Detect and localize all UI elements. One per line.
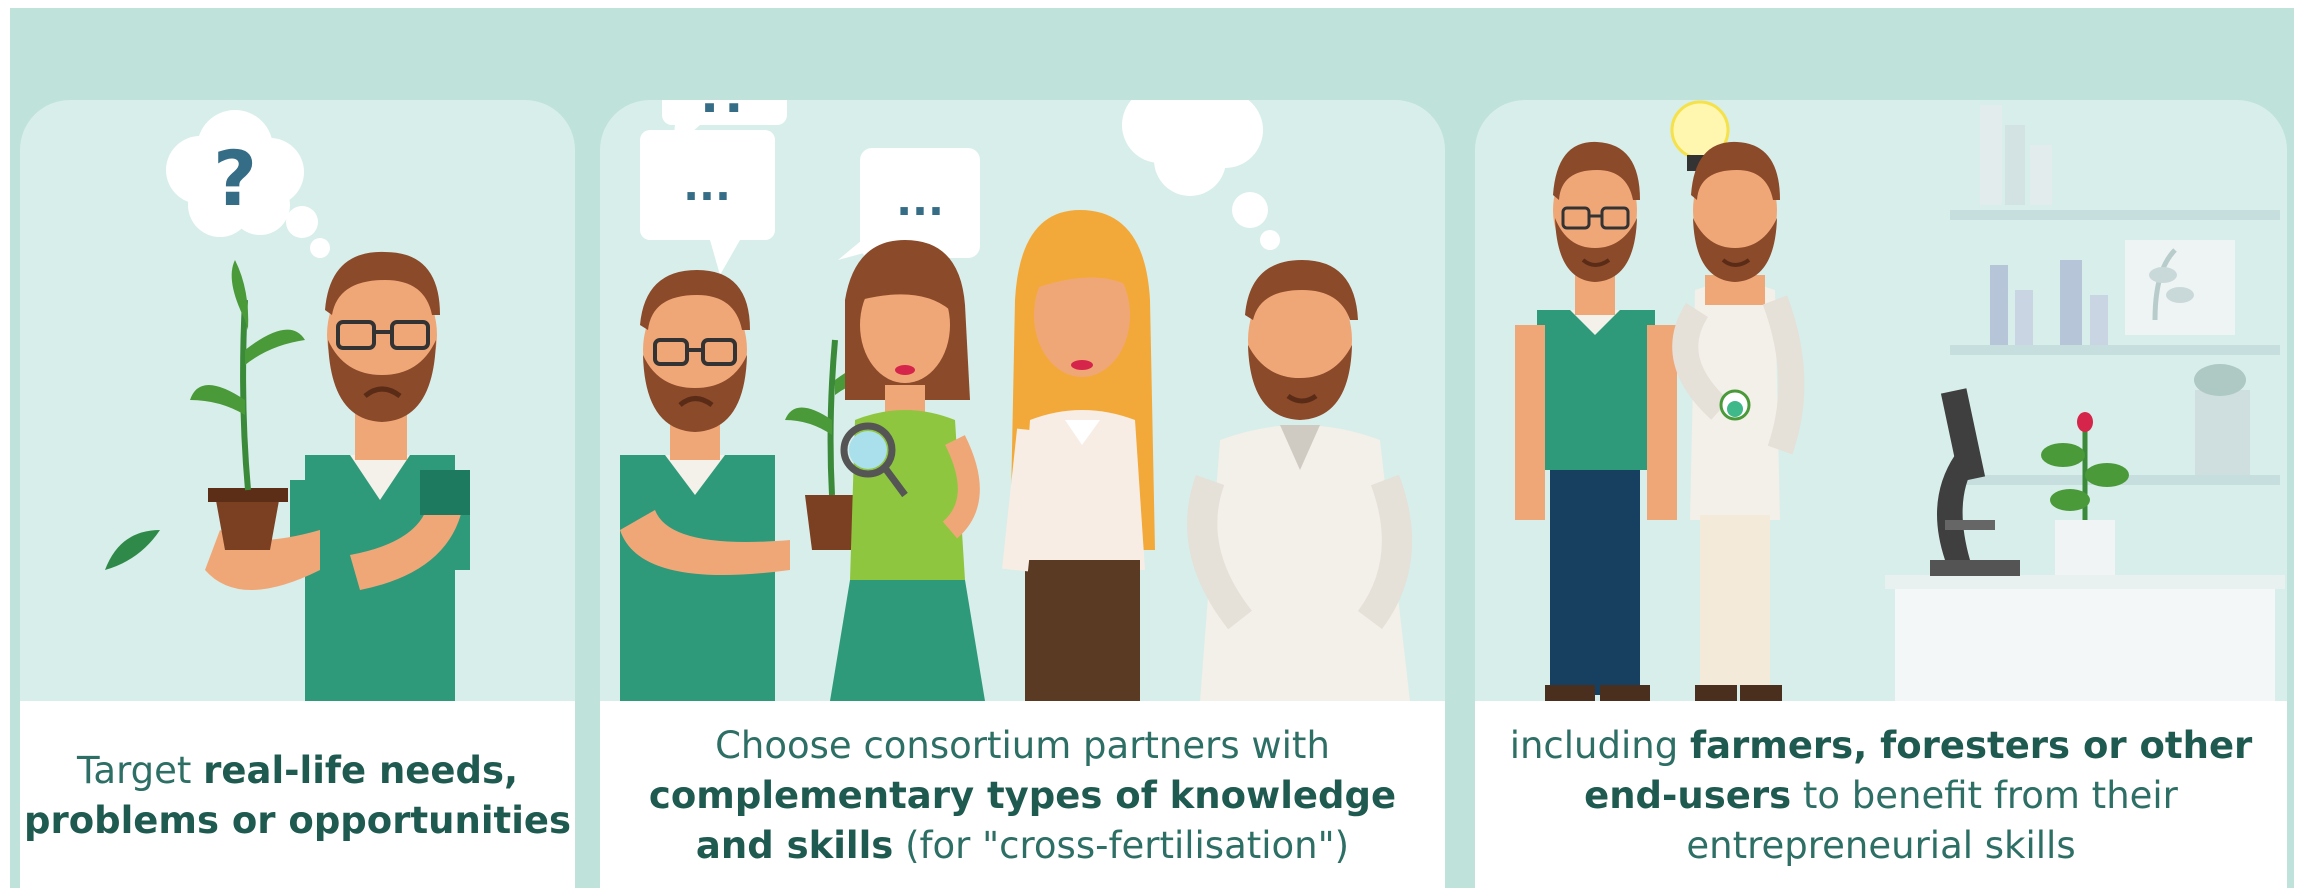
panel-end-users: including farmers, foresters or other en… — [1475, 100, 2287, 891]
speech-bubble-middle-icon: ... — [838, 148, 980, 260]
caption-line-1: Choose consortium partners with — [715, 721, 1330, 771]
caption-real-life-needs: Target real-life needs, problems or oppo… — [20, 701, 575, 891]
panel-illustration — [1475, 100, 2287, 701]
caption-consortium-partners: Choose consortium partners with compleme… — [600, 701, 1445, 891]
speech-bubble-left-icon: ... — [640, 130, 775, 275]
lab-desk — [1885, 575, 2285, 589]
ellipsis-text: ... — [683, 161, 731, 210]
caption-bold-text: real-life needs, — [203, 749, 519, 792]
caption-line-3: entrepreneurial skills — [1686, 821, 2075, 871]
scientist-man-figure — [1672, 141, 1805, 701]
caption-line-2: end-users to benefit from their — [1584, 771, 2178, 821]
magnifying-glass-icon — [840, 422, 896, 478]
researcher-woman-figure — [830, 240, 985, 701]
potted-plant-icon — [2041, 412, 2129, 575]
caption-bold-text: problems or opportunities — [23, 799, 571, 842]
caption-end-users: including farmers, foresters or other en… — [1475, 701, 2287, 891]
caption-text: Choose consortium partners with — [715, 724, 1330, 767]
caption-bold-text: complementary types of knowledge — [648, 774, 1397, 817]
thought-bubble-icon — [1122, 100, 1280, 250]
farmer-figure — [1515, 141, 1677, 701]
thought-bubble-icon: ? — [166, 110, 330, 258]
microscope-icon — [1930, 388, 2020, 576]
caption-line-3: and skills (for "cross-fertilisation") — [696, 821, 1349, 871]
panel-real-life-needs: ? — [20, 100, 575, 891]
leaf-icon — [105, 530, 160, 570]
farmer-with-plant-illustration: ? — [105, 110, 470, 701]
caption-bold-text: end-users — [1584, 774, 1792, 817]
caption-bold-text: and skills — [695, 824, 894, 867]
question-mark-text: ? — [213, 134, 257, 223]
team-illustration: !? ... ... — [620, 100, 1412, 701]
farmer-figure — [205, 251, 470, 701]
potted-plant-icon — [190, 260, 305, 550]
caption-text: Target — [76, 749, 204, 792]
caption-text: entrepreneurial skills — [1686, 824, 2076, 867]
panel-illustration: !? ... ... — [600, 100, 1445, 701]
caption-line-1: including farmers, foresters or other — [1510, 721, 2253, 771]
farmer-figure — [620, 270, 890, 701]
interrobang-text: !? — [698, 100, 750, 124]
lab-desk-body — [1895, 589, 2275, 701]
panel-consortium-partners: !? ... ... — [600, 100, 1445, 891]
caption-line-2: complementary types of knowledge — [649, 771, 1396, 821]
scientist-man-figure — [1187, 260, 1412, 701]
flask-liquid — [1727, 401, 1743, 417]
ellipsis-text: ... — [896, 176, 944, 225]
lab-illustration — [1515, 100, 2285, 701]
caption-bold-text: farmers, foresters or other — [1689, 724, 2253, 767]
panel-illustration: ? — [20, 100, 575, 701]
caption-text: to benefit from their — [1791, 774, 2178, 817]
caption-text: including — [1509, 724, 1690, 767]
magnifying-glass-lens — [849, 431, 887, 469]
lab-shelves — [1950, 105, 2280, 485]
caption-line-2: problems or opportunities — [24, 796, 571, 846]
caption-text: (for "cross-fertilisation") — [893, 824, 1350, 867]
blonde-woman-figure — [1002, 210, 1155, 701]
caption-line-1: Target real-life needs, — [77, 746, 518, 796]
